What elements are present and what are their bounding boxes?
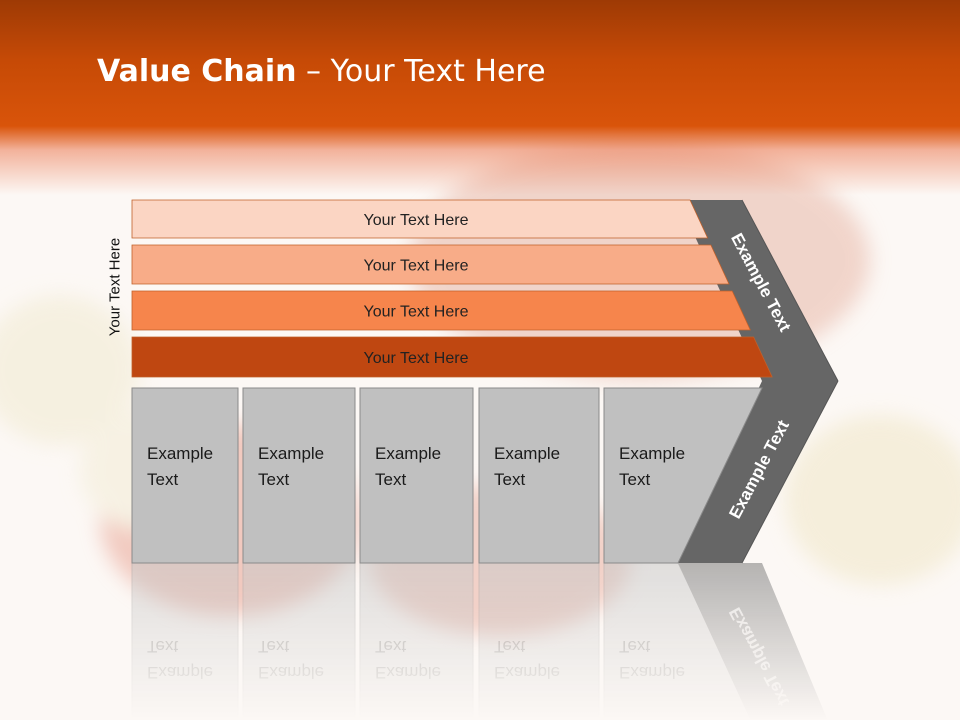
- title-rest: Your Text Here: [330, 54, 546, 89]
- activity-box-reflection-line2: Text: [494, 637, 525, 656]
- activity-box: [242, 387, 356, 564]
- activity-box-reflection-line1: Example: [258, 663, 324, 682]
- activity-box-reflection-line1: Example: [375, 663, 441, 682]
- activity-box-line1: Example: [258, 444, 324, 463]
- activity-box-line2: Text: [375, 470, 406, 489]
- activity-box: [478, 387, 600, 564]
- value-bar-label: Your Text Here: [364, 212, 469, 229]
- chevron-arrow: [678, 200, 838, 563]
- activity-box-line2: Text: [619, 470, 650, 489]
- activity-box-reflection-line1: Example: [494, 663, 560, 682]
- slide-title: Value Chain – Your Text Here: [97, 54, 546, 89]
- activity-box-line2: Text: [258, 470, 289, 489]
- activity-box-line2: Text: [494, 470, 525, 489]
- title-dash: –: [296, 54, 331, 89]
- value-bar-label: Your Text Here: [364, 304, 469, 321]
- header-band: [0, 0, 960, 200]
- activity-box-line2: Text: [147, 470, 178, 489]
- value-bar-label: Your Text Here: [364, 258, 469, 275]
- activity-box-reflection-line1: Example: [619, 663, 685, 682]
- value-bar: [131, 336, 773, 378]
- activity-box-reflection-line2: Text: [258, 637, 289, 656]
- activity-box-line1: Example: [375, 444, 441, 463]
- activity-box-reflection-line1: Example: [147, 663, 213, 682]
- value-bar: [131, 244, 730, 285]
- value-bar: [131, 290, 751, 331]
- activity-box-line1: Example: [494, 444, 560, 463]
- value-bar: [131, 199, 709, 239]
- value-bar-label: Your Text Here: [364, 350, 469, 367]
- activity-box: [131, 387, 239, 564]
- activity-box-reflection-line2: Text: [619, 637, 650, 656]
- activity-box: [359, 387, 474, 564]
- activity-box-reflection-line2: Text: [147, 637, 178, 656]
- title-bold: Value Chain: [97, 54, 297, 89]
- activity-box-reflection-line2: Text: [375, 637, 406, 656]
- activity-box-line1: Example: [147, 444, 213, 463]
- chevron-edge-bottom: [741, 380, 839, 564]
- activity-box-line1: Example: [619, 444, 685, 463]
- activity-box: [603, 387, 763, 564]
- chevron-edge-top: [741, 199, 839, 382]
